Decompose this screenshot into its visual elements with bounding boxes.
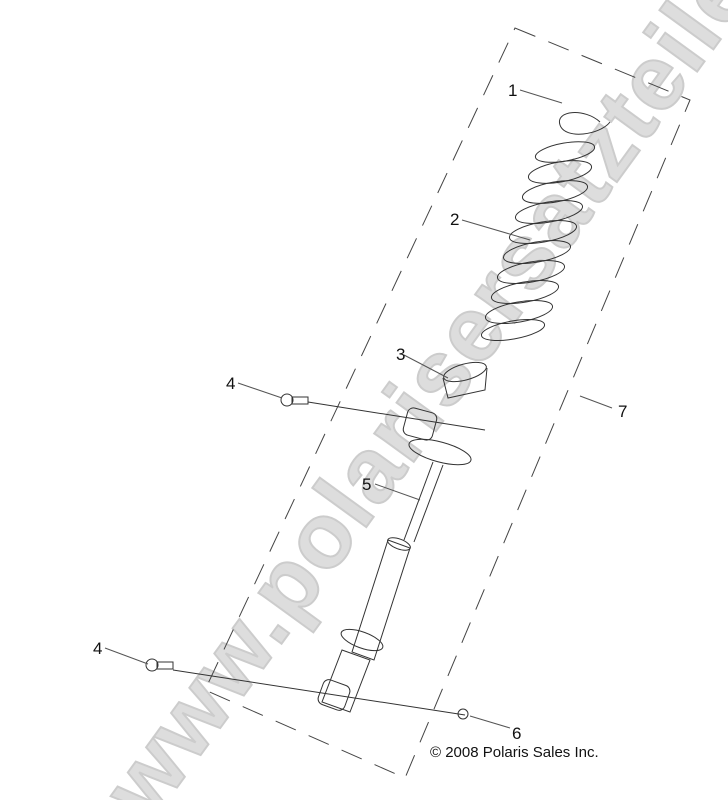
callout-7: 7 [618,402,628,421]
callout-1: 1 [508,81,518,100]
callout-2: 2 [450,210,460,229]
callout-6: 6 [512,724,522,743]
callout-3: 3 [396,345,406,364]
copyright-text: © 2008 Polaris Sales Inc. [430,744,599,761]
shock-absorber-icon [317,407,472,713]
nut-icon [457,708,469,720]
callout-4-lower: 4 [93,639,103,658]
assembly-boundary [204,27,691,779]
callout-4-upper: 4 [226,374,236,393]
leader-lines [104,89,613,729]
spring-seat-icon [442,361,488,399]
spring-icon [480,141,596,341]
clip-icon [559,112,611,135]
callout-5: 5 [362,475,372,494]
upper-bolt-icon [280,393,486,431]
lower-bolt-icon [145,658,466,716]
